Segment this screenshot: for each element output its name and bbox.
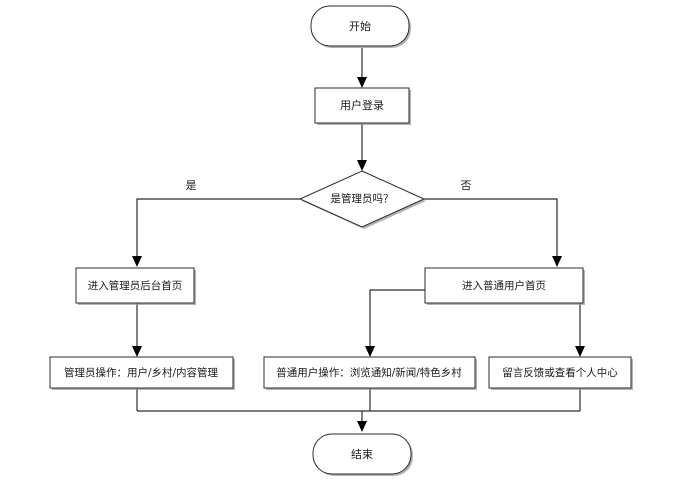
arrowhead-decision: [357, 160, 367, 171]
node-decision-label: 是管理员吗？: [331, 192, 394, 205]
node-end[interactable]: 结束: [312, 433, 413, 476]
node-login[interactable]: 用户登录: [314, 87, 411, 125]
arrowhead-user-ops: [365, 346, 375, 357]
node-user-home[interactable]: 进入普通用户首页: [424, 267, 585, 305]
arrowhead-admin-ops: [132, 346, 142, 357]
node-user-ops[interactable]: 普通用户操作：浏览通知/新闻/特色乡村: [263, 356, 477, 390]
node-feedback[interactable]: 留言反馈或查看个人中心: [488, 356, 633, 390]
node-admin-ops-shape: [49, 356, 234, 389]
connector-user-home-to-user-ops: [369, 289, 425, 348]
node-login-label: 用户登录: [340, 98, 384, 112]
node-admin-home-label: 进入管理员后台首页: [88, 279, 183, 292]
node-user-home-shape: [424, 267, 584, 304]
node-decision[interactable]: 是管理员吗？: [298, 170, 426, 229]
node-feedback-label: 留言反馈或查看个人中心: [502, 366, 618, 379]
node-start-shape: [310, 5, 410, 47]
node-start-label: 开始: [349, 19, 371, 33]
edge-label-yes: 是: [186, 179, 197, 192]
node-login-shape: [314, 87, 410, 124]
node-decision-shape: [298, 170, 426, 228]
node-admin-ops-label: 管理员操作：用户/乡村/内容管理: [64, 366, 219, 379]
node-admin-home[interactable]: 进入管理员后台首页: [75, 267, 196, 305]
arrowhead-login: [357, 77, 367, 88]
node-admin-home-shape: [75, 267, 195, 304]
node-end-label: 结束: [351, 448, 373, 461]
node-end-shape: [312, 433, 412, 475]
edge-label-no: 否: [461, 179, 472, 192]
node-feedback-shape: [488, 356, 632, 389]
arrowhead-feedback: [575, 346, 585, 357]
connector-yes-to-admin-home: [136, 198, 300, 258]
arrowhead-user-home: [552, 256, 562, 267]
node-user-ops-label: 普通用户操作：浏览通知/新闻/特色乡村: [276, 366, 462, 379]
node-user-home-label: 进入普通用户首页: [462, 279, 546, 292]
arrowhead-end: [357, 421, 367, 432]
node-start[interactable]: 开始: [310, 5, 411, 48]
node-user-ops-shape: [263, 356, 476, 389]
connector-no-to-user-home: [424, 198, 558, 258]
arrowhead-admin-home: [132, 256, 142, 267]
node-admin-ops[interactable]: 管理员操作：用户/乡村/内容管理: [49, 356, 235, 390]
